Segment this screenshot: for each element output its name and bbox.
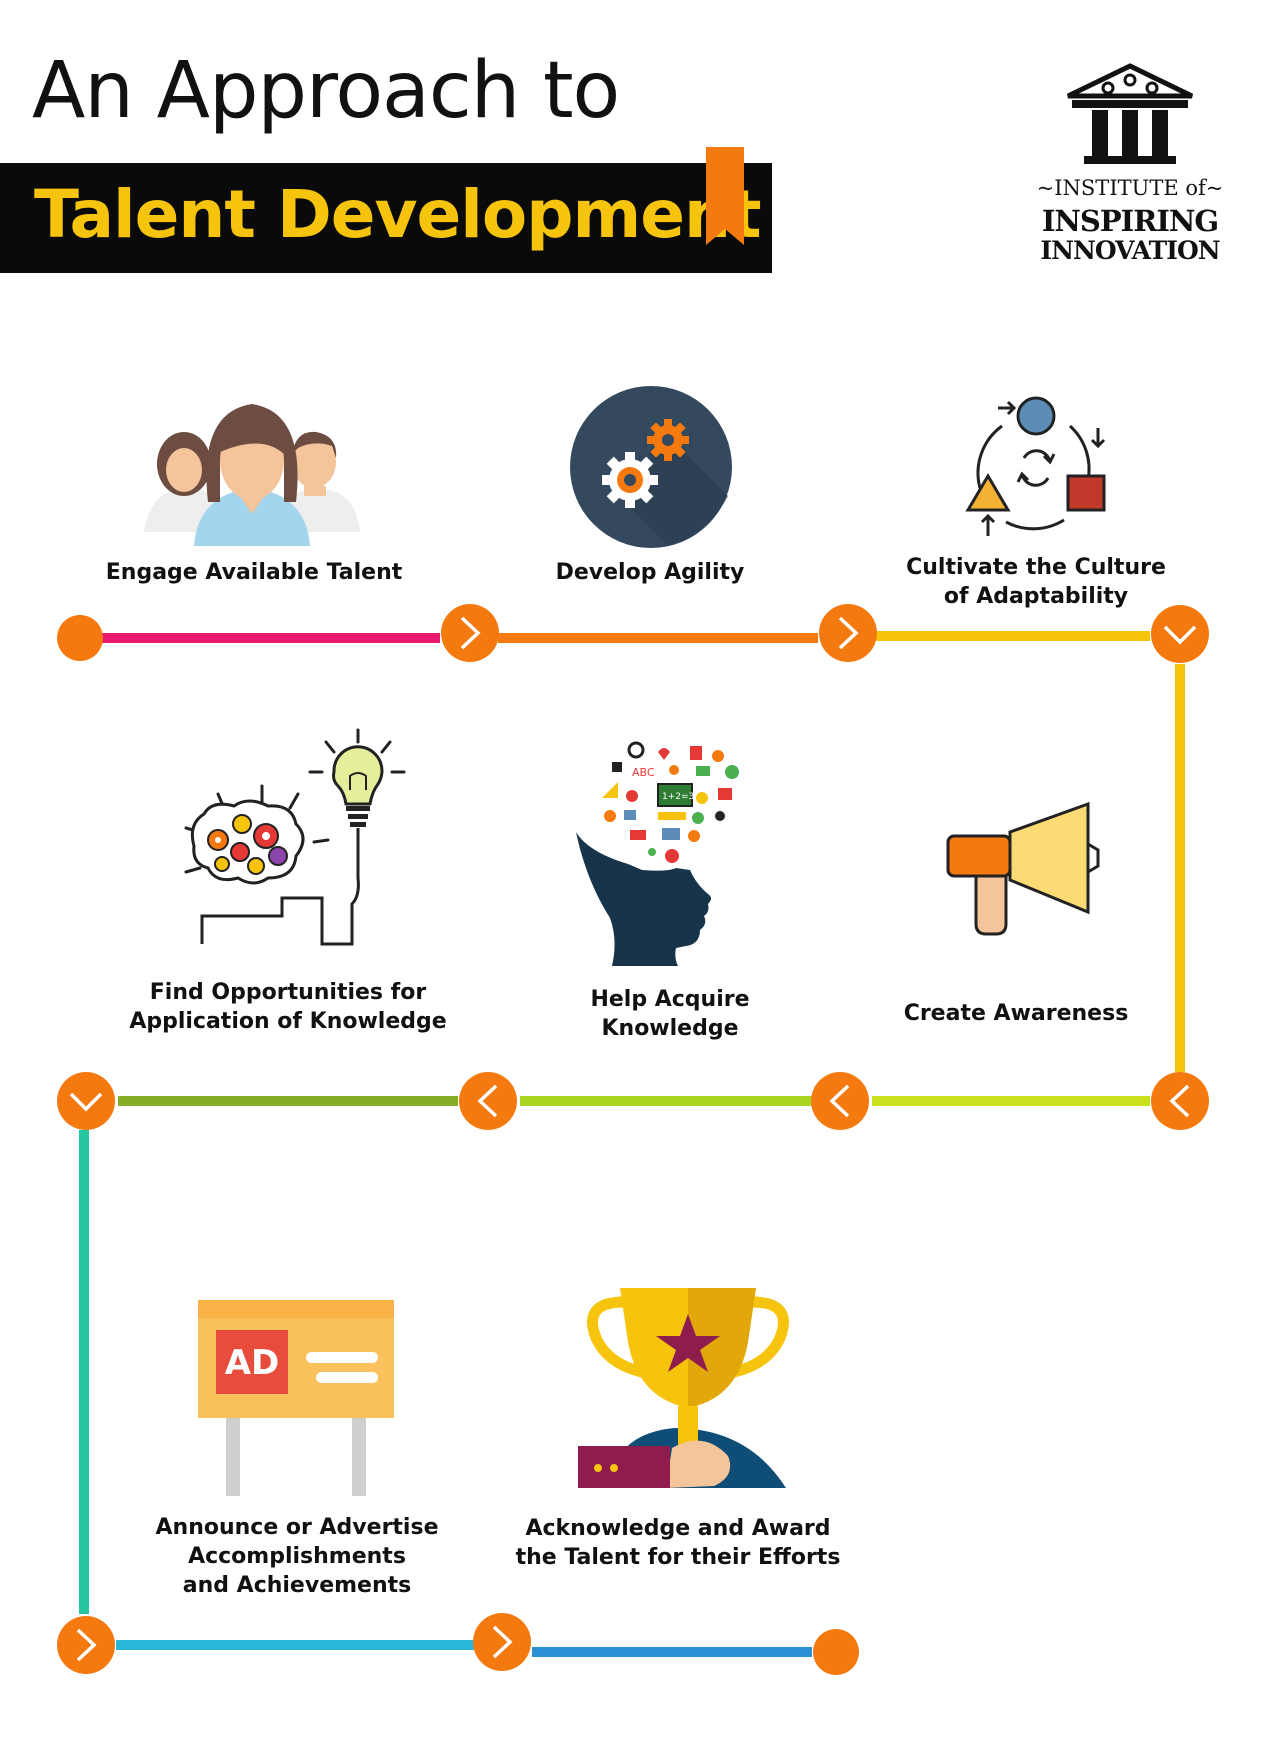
step-label-6: Find Opportunities for Application of Kn… <box>129 980 447 1034</box>
svg-text:1+2=3: 1+2=3 <box>662 792 694 802</box>
svg-text:ABC: ABC <box>632 766 655 779</box>
step-arrow-down-2 <box>57 1072 115 1130</box>
ad-board-text: AD <box>225 1343 280 1383</box>
gears-icon <box>570 386 732 548</box>
head-knowledge-icon: ABC 1+2=3 <box>576 741 739 966</box>
step-arrow-left-2 <box>811 1072 869 1130</box>
step-arrow-left-3 <box>459 1072 517 1130</box>
logo-text-institute: ~INSTITUTE of~ <box>1036 176 1224 200</box>
step-label-5: Help Acquire Knowledge <box>590 987 750 1041</box>
title-line-2: Talent Development <box>34 176 762 253</box>
step-arrow-right-3 <box>57 1616 115 1674</box>
logo-text-inspiring: INSPIRING <box>1041 204 1219 238</box>
step-label-7: Announce or Advertise Accomplishments an… <box>155 1515 439 1598</box>
title-line-1: An Approach to <box>32 46 620 136</box>
bookmark-ribbon-icon <box>706 147 744 245</box>
step-arrow-left-1 <box>1151 1072 1209 1130</box>
path-end-dot <box>813 1629 859 1675</box>
people-group-icon <box>144 404 360 546</box>
path-segments <box>79 631 1185 1657</box>
path-start-dot <box>57 615 103 661</box>
step-label-1: Engage Available Talent <box>105 560 403 585</box>
megaphone-icon <box>946 801 1100 936</box>
step-label-8: Acknowledge and Award the Talent for the… <box>515 1516 841 1570</box>
step-arrow-right-4 <box>473 1613 531 1671</box>
step-arrow-right-2 <box>819 604 877 662</box>
knowledge-symbols: ABC 1+2=3 <box>602 741 739 863</box>
building-columns-icon <box>1066 63 1194 164</box>
brain-gears <box>207 814 288 875</box>
step-label-2: Develop Agility <box>555 560 745 585</box>
step-arrow-right-1 <box>441 604 499 662</box>
institute-logo: ~INSTITUTE of~ INSPIRING INNOVATION <box>1020 62 1240 282</box>
step-arrow-down-1 <box>1151 605 1209 663</box>
step-label-4: Create Awareness <box>903 1001 1129 1026</box>
trophy-award-icon <box>578 1288 789 1488</box>
title-banner <box>0 163 772 273</box>
brain-lightbulb-icon <box>184 728 406 946</box>
adaptability-cycle-icon <box>965 396 1106 536</box>
logo-text-innovation: INNOVATION <box>1040 236 1220 265</box>
step-label-3: Cultivate the Culture of Adaptability <box>906 555 1166 609</box>
ad-billboard-icon: AD <box>198 1300 394 1496</box>
